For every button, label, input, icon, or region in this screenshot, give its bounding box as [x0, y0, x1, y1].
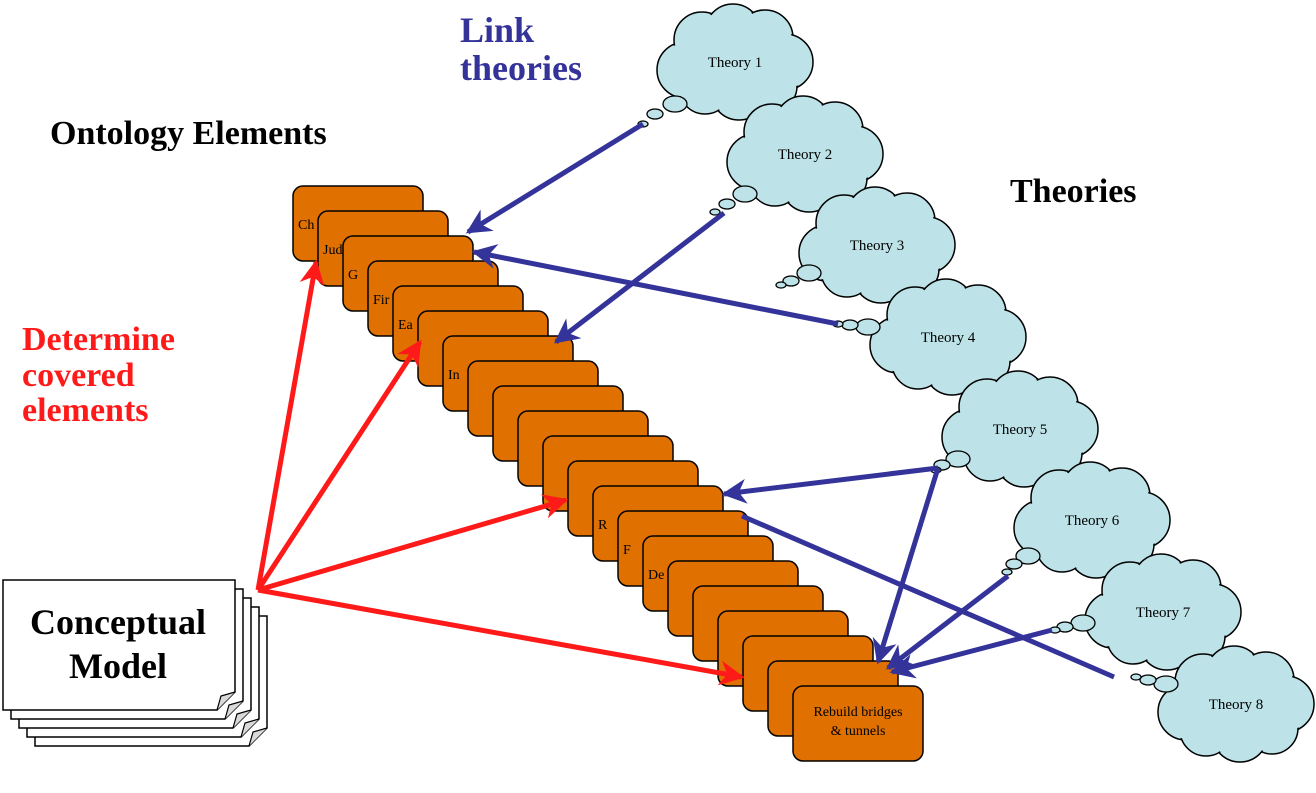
theory-cloud: Theory 2 [709, 95, 884, 216]
theory-label: Theory 5 [993, 422, 1048, 438]
thought-bubble [855, 318, 881, 336]
thought-bubble [709, 208, 721, 216]
coverage-arrow [257, 587, 745, 686]
ontology-card: Rebuild bridges & tunnels [792, 685, 924, 762]
ontology-card-label: G [348, 268, 358, 283]
thought-bubble [945, 450, 971, 468]
ontology-card-label: Ch [298, 218, 314, 233]
ontology-card-label: De [648, 568, 664, 583]
theory-cloud: Theory 7 [1049, 553, 1242, 671]
theory-cloud: Theory 4 [832, 278, 1027, 396]
theory-label: Theory 4 [921, 330, 976, 346]
ontology-card-label: F [623, 543, 631, 558]
ontology-card-label: Ea [398, 318, 414, 333]
thought-bubble [1130, 673, 1142, 681]
determine-line-3: elements [22, 392, 149, 430]
theory-cloud: Theory 6 [1001, 461, 1171, 579]
thought-bubble [732, 185, 758, 203]
theory-label: Theory 3 [850, 238, 905, 254]
conceptual-model-page-front [2, 579, 236, 711]
conceptual-model-label: Model [69, 646, 167, 686]
blue-links-layer [465, 121, 1115, 680]
ontology-card-label: & tunnels [831, 724, 886, 739]
link-theories-line-1: Link [460, 10, 535, 50]
thought-bubble [718, 198, 736, 210]
thought-bubble [1005, 558, 1023, 570]
determine-line-1: Determine [22, 321, 175, 358]
thought-bubble [1139, 674, 1157, 686]
coverage-arrow [255, 339, 423, 592]
theory-cloud: Theory 3 [775, 186, 956, 304]
theory-link [872, 467, 941, 665]
theory-link [741, 513, 1115, 680]
theory-label: Theory 6 [1065, 513, 1120, 529]
theories-heading: Theories [1010, 173, 1137, 210]
theory-link [721, 465, 939, 504]
theory-label: Theory 8 [1209, 697, 1264, 713]
thought-bubble [662, 95, 688, 113]
ontology-card-label: R [598, 518, 608, 533]
theory-link [889, 627, 1053, 679]
theory-link [465, 121, 645, 235]
link-theories-line-2: theories [460, 47, 582, 88]
link-theories-heading: Link theories [460, 10, 582, 88]
theory-link [554, 211, 726, 344]
ontology-card-label: Jud [323, 243, 342, 258]
thought-bubble [796, 264, 822, 282]
thought-bubble [1015, 547, 1041, 565]
thought-bubble [1153, 675, 1179, 693]
red-arrows-layer [255, 259, 745, 686]
theory-link [471, 244, 839, 327]
theory-cloud: Theory 5 [930, 370, 1099, 488]
ontology-card-label: Fir [373, 293, 390, 308]
determine-line-2: covered [22, 356, 135, 394]
thought-bubble [1001, 568, 1013, 576]
thought-bubble [782, 275, 800, 287]
thought-bubble [775, 281, 787, 289]
ontology-card-label: In [448, 368, 460, 383]
theory-cloud: Theory 1 [637, 3, 814, 128]
ontology-elements-heading: Ontology Elements [50, 115, 327, 152]
thought-bubble [841, 319, 859, 331]
thought-bubble [1070, 614, 1096, 632]
thought-bubble [646, 108, 664, 120]
ontology-card-label: Rebuild bridges [813, 705, 902, 720]
theory-cloud: Theory 8 [1130, 645, 1315, 763]
theory-label: Theory 7 [1136, 605, 1191, 621]
determine-covered-heading: Determine covered elements [22, 322, 175, 429]
theory-link [886, 574, 1010, 670]
conceptual-model-label: Conceptual [30, 602, 206, 642]
theory-label: Theory 2 [778, 147, 833, 163]
coverage-arrow [255, 259, 325, 591]
theory-clouds-layer: Theory 1 Theory 2 Theory 3 Theory 4 Theory 5… [637, 3, 1315, 763]
coverage-arrow [257, 494, 569, 593]
theory-label: Theory 1 [708, 55, 763, 71]
